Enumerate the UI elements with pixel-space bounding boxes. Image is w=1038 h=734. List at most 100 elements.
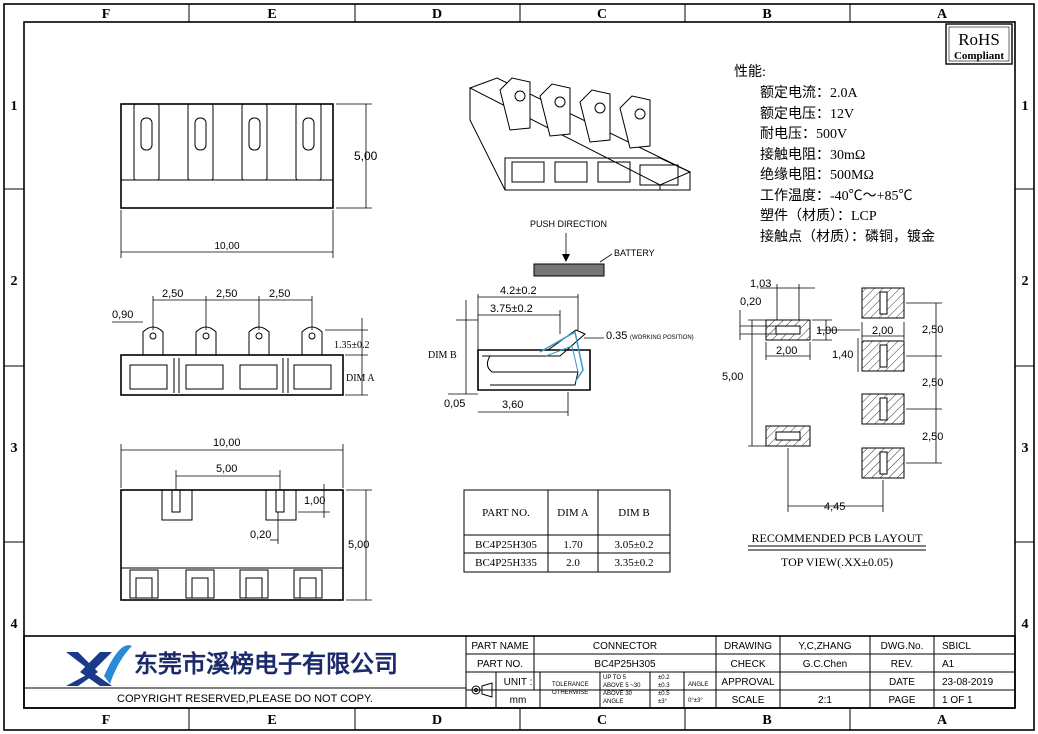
bottom-slot-height-dim: 1,00 <box>304 495 325 507</box>
check-value: G.C.Chen <box>803 659 847 670</box>
row-label-3-right: 3 <box>1022 441 1029 456</box>
unit-label: UNIT : <box>504 677 533 688</box>
pcb-dim-140: 1,40 <box>832 349 853 361</box>
side-dim-b: DIM B <box>428 350 457 361</box>
side-dim-1: 4.2±0.2 <box>500 285 537 297</box>
spec-item: 工作温度：-40℃～+85℃ <box>760 188 913 204</box>
bottom-width-dim: 10,00 <box>213 437 241 449</box>
dwg-value: SBICL <box>942 641 971 652</box>
copyright: COPYRIGHT RESERVED,PLEASE DO NOT COPY. <box>117 693 373 705</box>
table-cell: 3.05±0.2 <box>614 539 653 551</box>
angle-value: 0°±3° <box>688 698 703 704</box>
tol-row: UP TO 5 <box>603 675 627 681</box>
unit-value: mm <box>510 695 527 706</box>
tol-row: ABOVE 30 <box>603 691 633 697</box>
drawing-label: DRAWING <box>724 641 772 652</box>
approval-label: APPROVAL <box>721 677 775 688</box>
offset-dim: 0,90 <box>112 309 133 321</box>
height-dim: 1.35±0.2 <box>334 340 370 351</box>
pcb-title: RECOMMENDED PCB LAYOUT <box>752 531 924 545</box>
pitch-dim-1: 2,50 <box>162 288 183 300</box>
row-label-4-right: 4 <box>1022 617 1029 632</box>
row-label-4: 4 <box>11 617 18 632</box>
side-working-dim: 0.35 <box>606 330 627 342</box>
pcb-dim-250a: 2,50 <box>922 324 943 336</box>
spec-item: 塑件（材质）：LCP <box>760 208 877 224</box>
rohs-compliant: Compliant <box>954 50 1004 62</box>
tol-value: ±0.5 <box>658 691 670 697</box>
top-view: 10,00 5,00 <box>120 103 378 258</box>
battery-label: BATTERY <box>614 248 655 258</box>
push-diagram: PUSH DIRECTION BATTERY <box>530 219 655 277</box>
spec-item: 接触电阻：30mΩ <box>760 146 865 163</box>
col-label-b: B <box>762 7 771 22</box>
specs-heading: 性能: <box>734 64 766 80</box>
table-cell: BC4P25H305 <box>475 539 537 551</box>
col-label-b-bottom: B <box>762 713 771 728</box>
tol-value: ±3° <box>658 699 668 705</box>
dim-a-label: DIM A <box>346 373 375 384</box>
spec-item: 额定电压：12V <box>760 106 854 122</box>
row-label-1: 1 <box>11 99 18 114</box>
pcb-dim-020: 0,20 <box>740 296 761 308</box>
company-logo <box>66 645 132 686</box>
projection-symbol <box>471 682 493 698</box>
col-label-a-bottom: A <box>937 713 948 728</box>
row-label-3: 3 <box>11 441 18 456</box>
side-working-note: (WORKING POSITION) <box>630 335 694 341</box>
table-header: PART NO. <box>482 507 530 519</box>
scale-value: 2:1 <box>818 695 832 706</box>
pcb-dim-200b: 2,00 <box>872 325 893 337</box>
pcb-dim-250b: 2,50 <box>922 377 943 389</box>
page-value: 1 OF 1 <box>942 695 973 706</box>
date-value: 23-08-2019 <box>942 677 994 688</box>
side-dim-2: 3.75±0.2 <box>490 303 533 315</box>
specs-list: 性能: 额定电流：2.0A 额定电压：12V 耐电压：500V 接触电阻：30m… <box>734 64 935 245</box>
col-label-e-bottom: E <box>267 713 276 728</box>
rev-label: REV. <box>891 659 913 670</box>
spec-item: 接触点（材质）：磷铜，镀金 <box>760 228 935 245</box>
col-label-c-bottom: C <box>597 713 607 728</box>
pcb-dim-445: 4,45 <box>824 501 845 513</box>
col-label-e: E <box>267 7 276 22</box>
pcb-subtitle: TOP VIEW(.XX±0.05) <box>781 555 893 569</box>
part-no-label: PART NO. <box>477 659 523 670</box>
table-cell: 3.35±0.2 <box>614 557 653 569</box>
table-cell: BC4P25H335 <box>475 557 537 569</box>
table-cell: 1.70 <box>563 539 583 551</box>
spec-item: 额定电流：2.0A <box>760 85 858 101</box>
tol-value: ±0.2 <box>658 675 670 681</box>
check-label: CHECK <box>730 659 765 670</box>
pitch-dim-2: 2,50 <box>216 288 237 300</box>
tol-value: ±0.3 <box>658 683 670 689</box>
scale-label: SCALE <box>732 695 765 706</box>
col-label-a: A <box>937 7 948 22</box>
pcb-dim-100: 1,00 <box>816 325 837 337</box>
company-name: 东莞市溪榜电子有限公司 <box>134 650 398 678</box>
tol-row: ANGLE <box>603 699 623 705</box>
pcb-dim-500: 5,00 <box>722 371 743 383</box>
iso-view <box>468 77 692 191</box>
title-block: 东莞市溪榜电子有限公司 COPYRIGHT RESERVED,PLEASE DO… <box>23 635 1016 709</box>
bottom-view: 10,00 5,00 1,00 0,20 5,00 <box>120 437 372 601</box>
spec-item: 耐电压：500V <box>760 126 847 142</box>
date-label: DATE <box>889 677 915 688</box>
rohs-badge: RoHS Compliant <box>945 23 1013 65</box>
outer-frame <box>3 3 1035 731</box>
front-view: 2,50 2,50 2,50 0,90 1.35±0.2 DIM A <box>112 288 375 396</box>
pcb-dim-103: 1,03 <box>750 278 771 290</box>
table-header: DIM B <box>618 507 649 519</box>
drawing-value: Y,C,ZHANG <box>798 641 851 652</box>
spec-item: 绝缘电阻：500MΩ <box>760 167 874 183</box>
part-name-label: PART NAME <box>471 641 529 652</box>
bottom-slot-width-dim: 0,20 <box>250 529 271 541</box>
row-label-1-right: 1 <box>1022 99 1029 114</box>
pcb-dim-200a: 2,00 <box>776 345 797 357</box>
angle-label: ANGLE <box>688 682 708 688</box>
col-label-d: D <box>432 7 442 22</box>
table-header: DIM A <box>557 507 589 519</box>
parts-table: PART NO. DIM A DIM B BC4P25H305 1.70 3.0… <box>463 489 671 573</box>
bottom-height-dim: 5,00 <box>348 539 369 551</box>
otherwise-label: OTHERWISE <box>552 690 588 696</box>
